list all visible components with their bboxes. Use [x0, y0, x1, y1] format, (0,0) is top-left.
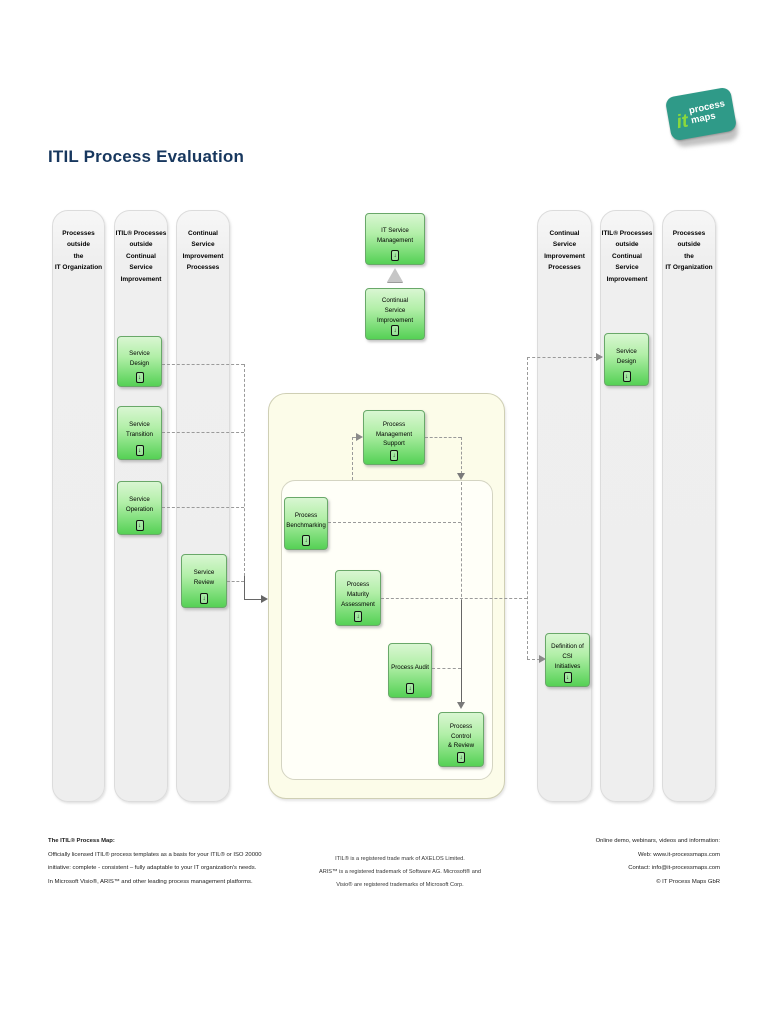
- connector-pms-out: [425, 437, 461, 438]
- node-service-design-right[interactable]: Service Design ↓: [604, 333, 649, 386]
- node-service-review[interactable]: Service Review ↓: [181, 554, 227, 608]
- connector-service-design-left: [162, 364, 244, 365]
- lane-left-csi-processes: Continual Service Improvement Processes: [176, 210, 230, 802]
- assignment-icon: ↓: [135, 445, 144, 456]
- node-process-maturity-assessment[interactable]: Process Maturity Assessment ↓: [335, 570, 381, 626]
- node-label: Process Audit: [391, 663, 429, 671]
- node-label: Process Maturity Assessment: [341, 581, 375, 608]
- lane-right-processes-outside: Processes outside the IT Organization: [662, 210, 716, 802]
- arrowhead-csi-initiatives: [539, 655, 546, 663]
- assignment-icon: ↓: [391, 250, 399, 261]
- assignment-icon: ↓: [457, 752, 465, 763]
- node-process-management-support[interactable]: Process Management Support ↓: [363, 410, 425, 465]
- lane-label: ITIL® Processes outside Continual Servic…: [601, 230, 653, 283]
- assignment-icon: ↓: [391, 325, 399, 336]
- node-label: Service Design: [129, 349, 150, 367]
- arrowhead-into-subgroup: [457, 473, 465, 480]
- lane-label: ITIL® Processes outside Continual Servic…: [115, 230, 167, 283]
- footer-center-line: ITIL® is a registered trade mark of AXEL…: [335, 856, 465, 862]
- footer-left-line: Officially licensed ITIL® process templa…: [48, 851, 262, 858]
- connector-pms-down: [461, 437, 462, 474]
- node-label: Service Design: [616, 347, 637, 365]
- node-service-transition[interactable]: Service Transition ↓: [117, 406, 162, 460]
- connector-pms-in-vertical: [352, 437, 353, 480]
- connector-service-operation: [162, 507, 244, 508]
- assignment-icon: ↓: [354, 611, 362, 622]
- connector-process-audit: [432, 668, 461, 669]
- node-label: IT Service Management: [376, 227, 414, 244]
- footer-copyright: © IT Process Maps GbR: [656, 878, 720, 885]
- arrowhead-pms-in: [356, 433, 363, 441]
- node-continual-service-improvement[interactable]: Continual Service Improvement ↓: [365, 288, 425, 340]
- hierarchy-up-triangle-icon: [387, 268, 403, 282]
- node-label: Process Benchmarking: [286, 511, 326, 529]
- connector-into-group: [244, 599, 262, 600]
- node-service-design-left[interactable]: Service Design ↓: [117, 336, 162, 387]
- node-it-service-management[interactable]: IT Service Management ↓: [365, 213, 425, 265]
- lane-right-itil-outside-csi: ITIL® Processes outside Continual Servic…: [600, 210, 654, 802]
- connector-service-transition: [162, 432, 244, 433]
- connector-left-riser-solid: [244, 576, 245, 599]
- connector-left-riser: [244, 364, 245, 576]
- connector-mid-vertical-solid: [461, 600, 462, 703]
- footer-center-line: Visio® are registered trademarks of Micr…: [336, 881, 464, 888]
- arrowhead-into-control-review: [457, 702, 465, 709]
- footer-web-link[interactable]: Web: www.it-processmaps.com: [637, 851, 720, 858]
- lane-label: Continual Service Improvement Processes: [544, 230, 585, 272]
- connector-benchmarking: [328, 522, 461, 523]
- assignment-icon: ↓: [406, 683, 414, 694]
- assignment-icon: ↓: [390, 450, 398, 461]
- node-process-audit[interactable]: Process Audit ↓: [388, 643, 432, 698]
- node-label: Continual Service Improvement: [376, 297, 414, 324]
- node-label: Service Review: [193, 569, 215, 586]
- connector-mid-vertical-dashed: [461, 482, 462, 602]
- connector-pms-in: [352, 437, 358, 438]
- assignment-icon: ↓: [200, 593, 208, 604]
- node-definition-csi-initiatives[interactable]: Definition of CSI Initiatives ↓: [545, 633, 590, 687]
- assignment-icon: ↓: [135, 372, 144, 383]
- assignment-icon: ↓: [622, 371, 631, 382]
- node-label: Process Management Support: [375, 420, 413, 448]
- assignment-icon: ↓: [135, 520, 144, 531]
- footer-contact-block: Online demo, webinars, videos and inform…: [500, 835, 720, 889]
- node-process-control-review[interactable]: Process Control & Review ↓: [438, 712, 484, 767]
- footer-contact-link[interactable]: Contact: info@it-processmaps.com: [628, 865, 720, 872]
- connector-right-riser: [527, 357, 528, 659]
- footer-left-line: initiative: complete - consistent – full…: [48, 865, 257, 872]
- assignment-icon: ↓: [563, 672, 572, 683]
- node-label: Service Transition: [126, 421, 153, 438]
- footer-right-line: Online demo, webinars, videos and inform…: [595, 838, 720, 844]
- connector-to-csi-initiatives: [527, 659, 540, 660]
- lane-label: Continual Service Improvement Processes: [182, 230, 224, 272]
- page-title: ITIL Process Evaluation: [48, 147, 245, 166]
- node-process-benchmarking[interactable]: Process Benchmarking ↓: [284, 497, 328, 550]
- node-label: Definition of CSI Initiatives: [551, 643, 584, 670]
- logo-it-text: it: [674, 110, 690, 133]
- node-service-operation[interactable]: Service Operation ↓: [117, 481, 162, 535]
- assignment-icon: ↓: [302, 535, 310, 546]
- connector-to-service-design-right: [527, 357, 597, 358]
- lane-label: Processes outside the IT Organization: [665, 230, 713, 272]
- connector-maturity-assessment: [381, 598, 527, 599]
- footer-center-line: ARIS™ is a registered trademark of Softw…: [318, 868, 482, 875]
- footer-trademark-block: ITIL® is a registered trade mark of AXEL…: [295, 853, 505, 892]
- arrowhead-into-group: [261, 595, 268, 603]
- footer-left-heading: The ITIL® Process Map:: [48, 838, 115, 844]
- lane-right-csi-processes: Continual Service Improvement Processes: [537, 210, 592, 802]
- connector-service-review: [227, 581, 244, 582]
- lane-label: Processes outside the IT Organization: [54, 230, 103, 272]
- arrowhead-service-design-right: [596, 353, 603, 361]
- footer-left-block: The ITIL® Process Map: Officially licens…: [48, 835, 318, 889]
- node-label: Process Control & Review: [447, 722, 475, 750]
- footer-left-line: In Microsoft Visio®, ARIS™ and other lea…: [48, 878, 253, 885]
- it-process-maps-logo: it process maps: [664, 86, 754, 156]
- node-label: Service Operation: [125, 496, 154, 513]
- lane-left-processes-outside: Processes outside the IT Organization: [52, 210, 105, 802]
